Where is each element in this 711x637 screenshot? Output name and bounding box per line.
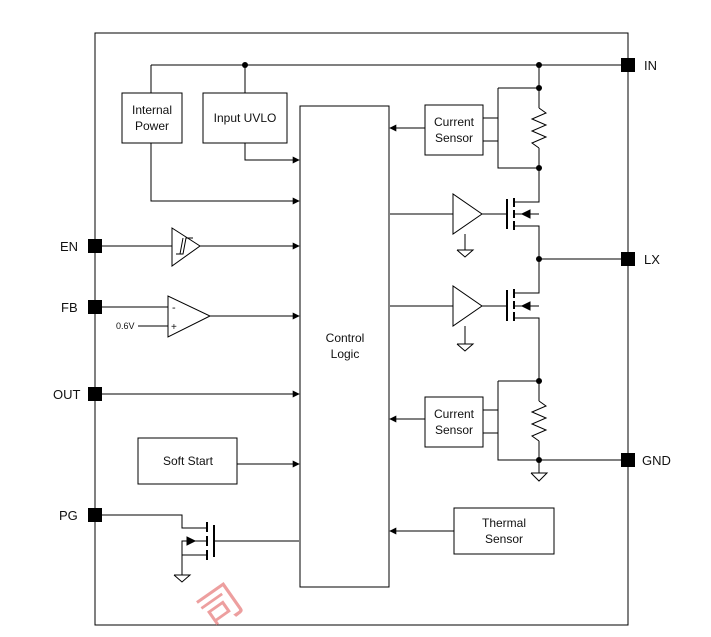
input-uvlo-block: [202, 92, 288, 144]
junction-dot: [536, 378, 542, 384]
pin-lx-pad: [621, 252, 635, 266]
comparator-plus: +: [171, 322, 177, 333]
control-logic-label-2: Logic: [331, 347, 360, 361]
watermark-glyph: 司: [189, 574, 252, 637]
control-logic-label-1: Control: [326, 331, 365, 345]
bottom-sense-network: [483, 380, 621, 482]
pin-pg-label: PG: [59, 508, 78, 523]
current-sensor-top-label-2: Sensor: [435, 131, 473, 145]
current-sensor-bottom-label-1: Current: [434, 407, 475, 421]
current-sensor-bottom-block: [424, 396, 484, 448]
input-uvlo-label: Input UVLO: [214, 111, 277, 125]
current-sensor-bottom-label-2: Sensor: [435, 423, 473, 437]
pin-fb-label: FB: [61, 300, 78, 315]
pin-en-label: EN: [60, 239, 78, 254]
pin-fb-pad: [88, 300, 102, 314]
comparator-minus: -: [172, 302, 176, 314]
en-schmitt-buffer: [102, 227, 300, 267]
soft-start-block: [137, 437, 238, 485]
in-rail: [150, 64, 621, 93]
pin-gnd-pad: [621, 453, 635, 467]
junction-dot: [536, 457, 542, 463]
pin-out-label: OUT: [53, 387, 81, 402]
top-sense-network: [483, 87, 548, 169]
internal-power-wire: [150, 143, 300, 205]
junction-dot: [536, 85, 542, 91]
thermal-sensor-block: [453, 507, 555, 555]
junction-dot: [242, 62, 248, 68]
vref-label: 0.6V: [116, 321, 135, 331]
fb-comparator: [102, 295, 300, 338]
pin-gnd-label: GND: [642, 453, 671, 468]
pg-mosfet: [102, 514, 299, 583]
pin-en-pad: [88, 239, 102, 253]
pin-pg-pad: [88, 508, 102, 522]
pin-in-pad: [621, 58, 635, 72]
internal-power-block: [121, 92, 183, 144]
pin-lx-label: LX: [644, 252, 660, 267]
junction-dot: [536, 62, 542, 68]
internal-power-label-2: Power: [135, 119, 169, 133]
thermal-sensor-label-2: Sensor: [485, 532, 523, 546]
ic-boundary: [94, 32, 629, 626]
internal-power-label-1: Internal: [132, 103, 172, 117]
control-logic-block: [299, 105, 390, 588]
thermal-sensor-label-1: Thermal: [482, 516, 526, 530]
pin-out-pad: [88, 387, 102, 401]
high-side-mosfet: [506, 168, 540, 259]
low-side-driver: [390, 285, 507, 352]
current-sensor-top-label-1: Current: [434, 115, 475, 129]
low-side-mosfet: [506, 259, 540, 381]
current-sensor-top-block: [424, 104, 484, 156]
input-uvlo-wire: [244, 143, 300, 164]
high-side-driver: [390, 193, 507, 258]
pin-in-label: IN: [644, 58, 657, 73]
soft-start-label: Soft Start: [163, 454, 214, 468]
